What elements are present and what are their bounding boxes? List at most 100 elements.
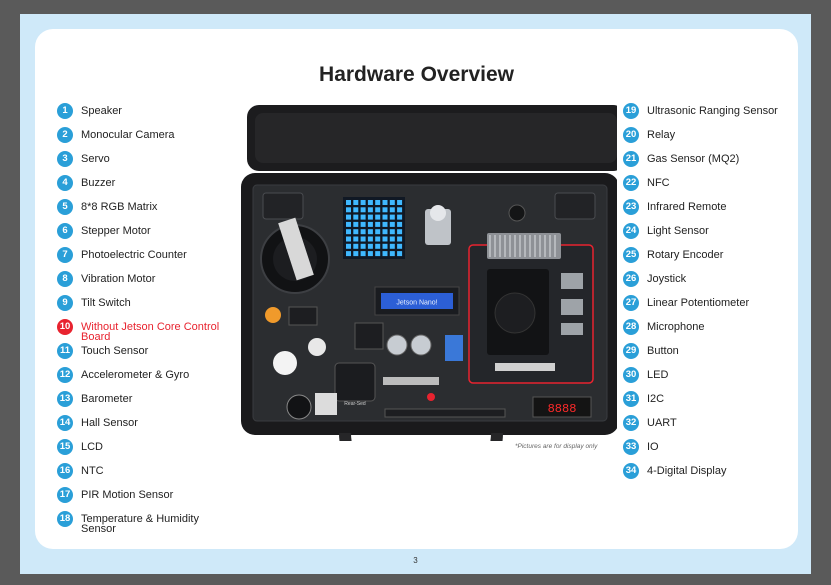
component-label: Rotary Encoder xyxy=(647,249,724,261)
component-label: Barometer xyxy=(81,393,133,405)
heatsink-fin xyxy=(534,235,536,257)
component-label: Hall Sensor xyxy=(81,417,138,429)
component-label: 8*8 RGB Matrix xyxy=(81,201,158,213)
number-badge: 2 xyxy=(57,127,73,143)
matrix-led xyxy=(375,200,381,205)
disclaimer-note: *Pictures are for display only xyxy=(515,443,598,450)
matrix-led xyxy=(397,251,403,257)
matrix-led xyxy=(382,243,388,249)
component-label: UART xyxy=(647,417,677,429)
number-badge: 33 xyxy=(623,439,639,455)
matrix-led xyxy=(367,251,373,257)
matrix-led xyxy=(360,243,366,249)
matrix-led xyxy=(360,214,366,220)
component-item-2: 2 Monocular Camera xyxy=(57,127,221,143)
matrix-led xyxy=(382,200,388,205)
matrix-led xyxy=(346,221,351,227)
matrix-led xyxy=(367,243,373,249)
matrix-led xyxy=(353,243,359,249)
matrix-led xyxy=(360,200,366,205)
heatsink-fin xyxy=(529,235,531,257)
rgb-matrix xyxy=(343,197,405,259)
number-badge: 5 xyxy=(57,199,73,215)
matrix-led xyxy=(382,214,388,220)
number-badge: 27 xyxy=(623,295,639,311)
component-item-6: 6 Stepper Motor xyxy=(57,223,221,239)
component-label: Button xyxy=(647,345,679,357)
component-label: IO xyxy=(647,441,659,453)
matrix-led xyxy=(353,207,359,213)
number-badge: 22 xyxy=(623,175,639,191)
matrix-led xyxy=(389,243,395,249)
number-badge: 19 xyxy=(623,103,639,119)
heatsink-fin xyxy=(509,235,511,257)
number-badge: 7 xyxy=(57,247,73,263)
matrix-led xyxy=(353,236,359,242)
component-label: Accelerometer & Gyro xyxy=(81,369,190,381)
matrix-led xyxy=(375,214,381,220)
matrix-led xyxy=(397,221,403,227)
fan-icon xyxy=(494,292,536,334)
display-digits: 8888 xyxy=(548,402,577,416)
matrix-led xyxy=(353,251,359,257)
component-item-20: 20 Relay xyxy=(623,127,787,143)
number-badge: 23 xyxy=(623,199,639,215)
number-badge: 10 xyxy=(57,319,73,335)
matrix-led xyxy=(397,229,403,235)
matrix-led xyxy=(346,251,351,257)
matrix-led xyxy=(346,236,351,242)
component-label: Gas Sensor (MQ2) xyxy=(647,153,740,165)
heatsink-fin xyxy=(499,235,501,257)
four-digit-display xyxy=(532,396,592,418)
component-label: Microphone xyxy=(647,321,705,333)
component-label: Temperature & Humidity Sensor xyxy=(81,513,199,535)
number-badge: 20 xyxy=(623,127,639,143)
number-badge: 6 xyxy=(57,223,73,239)
matrix-led xyxy=(360,207,366,213)
number-badge: 34 xyxy=(623,463,639,479)
component-label: Buzzer xyxy=(81,177,116,189)
heatsink-fin xyxy=(524,235,526,257)
matrix-led xyxy=(389,214,395,220)
heatsink-fin xyxy=(544,235,546,257)
number-badge: 8 xyxy=(57,271,73,287)
matrix-led xyxy=(375,243,381,249)
component-item-32: 32 UART xyxy=(623,415,787,431)
heatsink-fin xyxy=(514,235,516,257)
number-badge: 32 xyxy=(623,415,639,431)
matrix-led xyxy=(353,200,359,205)
hardware-kit-illustration: Jetson Nano! Rear-Sed xyxy=(241,105,617,441)
matrix-led xyxy=(382,236,388,242)
heatsink-fin xyxy=(549,235,551,257)
lcd-text: Jetson Nano! xyxy=(396,300,437,307)
number-badge: 29 xyxy=(623,343,639,359)
number-badge: 31 xyxy=(623,391,639,407)
number-badge: 9 xyxy=(57,295,73,311)
component-label: Relay xyxy=(647,129,676,141)
matrix-led xyxy=(397,200,403,205)
matrix-led xyxy=(382,207,388,213)
number-badge: 1 xyxy=(57,103,73,119)
component-label: Monocular Camera xyxy=(81,129,175,141)
component-label: Without Jetson Core Control Board xyxy=(81,321,220,343)
component-label: Stepper Motor xyxy=(81,225,151,237)
number-badge: 30 xyxy=(623,367,639,383)
component-label: Ultrasonic Ranging Sensor xyxy=(647,105,778,117)
number-badge: 12 xyxy=(57,367,73,383)
matrix-led xyxy=(375,251,381,257)
page-number: 3 xyxy=(413,556,418,565)
component-item-19: 19 Ultrasonic Ranging Sensor xyxy=(623,103,787,119)
